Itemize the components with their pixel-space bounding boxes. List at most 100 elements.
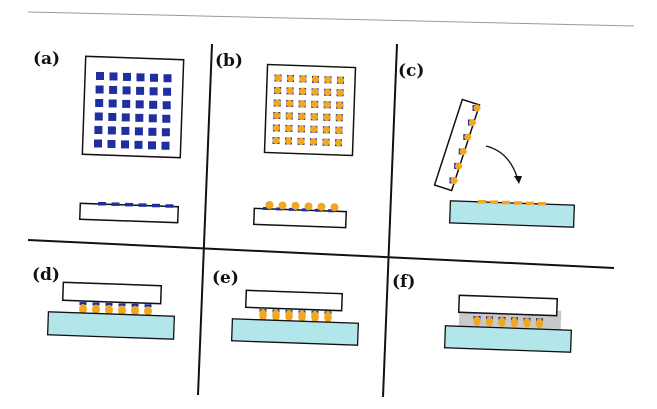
substrate-c bbox=[448, 200, 576, 228]
panel-b bbox=[252, 63, 357, 229]
panel-e bbox=[230, 289, 360, 346]
panel-f bbox=[443, 294, 573, 353]
joint-bump bbox=[118, 305, 126, 316]
substrate-f bbox=[443, 325, 573, 353]
pad bbox=[135, 100, 144, 109]
bump bbox=[311, 100, 319, 108]
substrate-pad bbox=[526, 201, 534, 206]
flip-bump bbox=[459, 147, 467, 156]
joint-bump bbox=[298, 310, 306, 323]
substrate-e bbox=[230, 318, 360, 346]
bumped-chip-top-view bbox=[263, 63, 357, 157]
side-bump bbox=[265, 201, 274, 209]
bump bbox=[309, 138, 318, 146]
bump bbox=[274, 86, 282, 95]
bumps-e bbox=[259, 309, 332, 324]
side-pads bbox=[98, 202, 174, 208]
pad bbox=[134, 127, 143, 136]
side-pad bbox=[152, 203, 160, 208]
pad bbox=[150, 73, 158, 82]
panel-label-e: (e) bbox=[212, 268, 239, 288]
bump bbox=[273, 99, 281, 107]
pad bbox=[107, 126, 116, 135]
pad bbox=[162, 101, 171, 110]
pad bbox=[163, 87, 172, 96]
pad bbox=[163, 74, 172, 83]
bump bbox=[324, 76, 332, 84]
joint-pad bbox=[79, 302, 87, 305]
pad bbox=[148, 141, 156, 150]
pad bbox=[122, 86, 131, 95]
side-pad bbox=[138, 203, 147, 207]
chip-top-view bbox=[81, 55, 185, 159]
joint-pad bbox=[92, 302, 100, 306]
pad bbox=[123, 72, 131, 81]
pad bbox=[148, 114, 157, 123]
side-bumps bbox=[263, 201, 339, 213]
side-pad bbox=[302, 208, 309, 212]
pad bbox=[94, 126, 103, 134]
bump bbox=[285, 112, 293, 120]
side-pad bbox=[315, 208, 322, 212]
joint-pad bbox=[131, 303, 139, 307]
bump bbox=[272, 124, 280, 132]
side-pad bbox=[111, 202, 120, 206]
bumps-d bbox=[79, 302, 152, 317]
panel-label-f: (f) bbox=[392, 272, 415, 292]
joint-bump bbox=[485, 316, 494, 327]
bump bbox=[335, 114, 343, 122]
panel-label-d: (d) bbox=[32, 265, 60, 285]
divider-horizontal bbox=[27, 239, 615, 269]
flipping-chip bbox=[433, 98, 481, 192]
pad bbox=[148, 127, 157, 136]
side-pad bbox=[289, 207, 296, 211]
pad bbox=[136, 86, 145, 95]
substrate-pad bbox=[490, 200, 498, 204]
bump bbox=[324, 88, 332, 96]
pad bbox=[121, 113, 130, 122]
pad bbox=[136, 73, 145, 82]
joint-pad bbox=[118, 303, 126, 307]
bumps-f bbox=[473, 316, 544, 329]
side-pad bbox=[328, 209, 335, 213]
pad bbox=[161, 128, 170, 137]
bump bbox=[272, 136, 280, 145]
joint-bump bbox=[131, 305, 139, 316]
substrate-pad bbox=[478, 200, 486, 204]
bump bbox=[274, 74, 282, 82]
bump bbox=[297, 125, 305, 133]
bump bbox=[286, 99, 294, 108]
pad bbox=[94, 112, 103, 121]
flip-bump bbox=[473, 104, 481, 112]
side-bump bbox=[304, 202, 313, 211]
panel-label-a: (a) bbox=[33, 49, 60, 69]
joint-bump bbox=[523, 317, 531, 328]
pad bbox=[108, 99, 117, 108]
bump bbox=[334, 139, 343, 147]
joint-bump bbox=[144, 306, 152, 317]
bump bbox=[311, 88, 319, 96]
bump bbox=[310, 113, 318, 121]
bump bbox=[284, 137, 293, 145]
pad bbox=[149, 100, 158, 109]
flip-bump bbox=[468, 118, 476, 127]
joint-bump bbox=[535, 318, 544, 329]
substrate-pad bbox=[502, 200, 510, 205]
side-pad bbox=[165, 204, 174, 208]
divider-vertical-right bbox=[382, 43, 398, 398]
substrate-pad bbox=[514, 201, 522, 205]
panel-d bbox=[46, 281, 176, 340]
flip-arrow-head bbox=[514, 176, 522, 184]
pad bbox=[109, 72, 118, 81]
bump bbox=[286, 87, 294, 95]
side-pad bbox=[276, 207, 283, 211]
bump bbox=[336, 101, 344, 109]
side-bump bbox=[317, 202, 326, 211]
joint-pad bbox=[105, 302, 113, 306]
bump bbox=[286, 74, 295, 83]
top-rule bbox=[27, 11, 635, 27]
bump bbox=[336, 76, 345, 84]
pad bbox=[94, 139, 102, 148]
divider-vertical-left bbox=[197, 43, 213, 396]
